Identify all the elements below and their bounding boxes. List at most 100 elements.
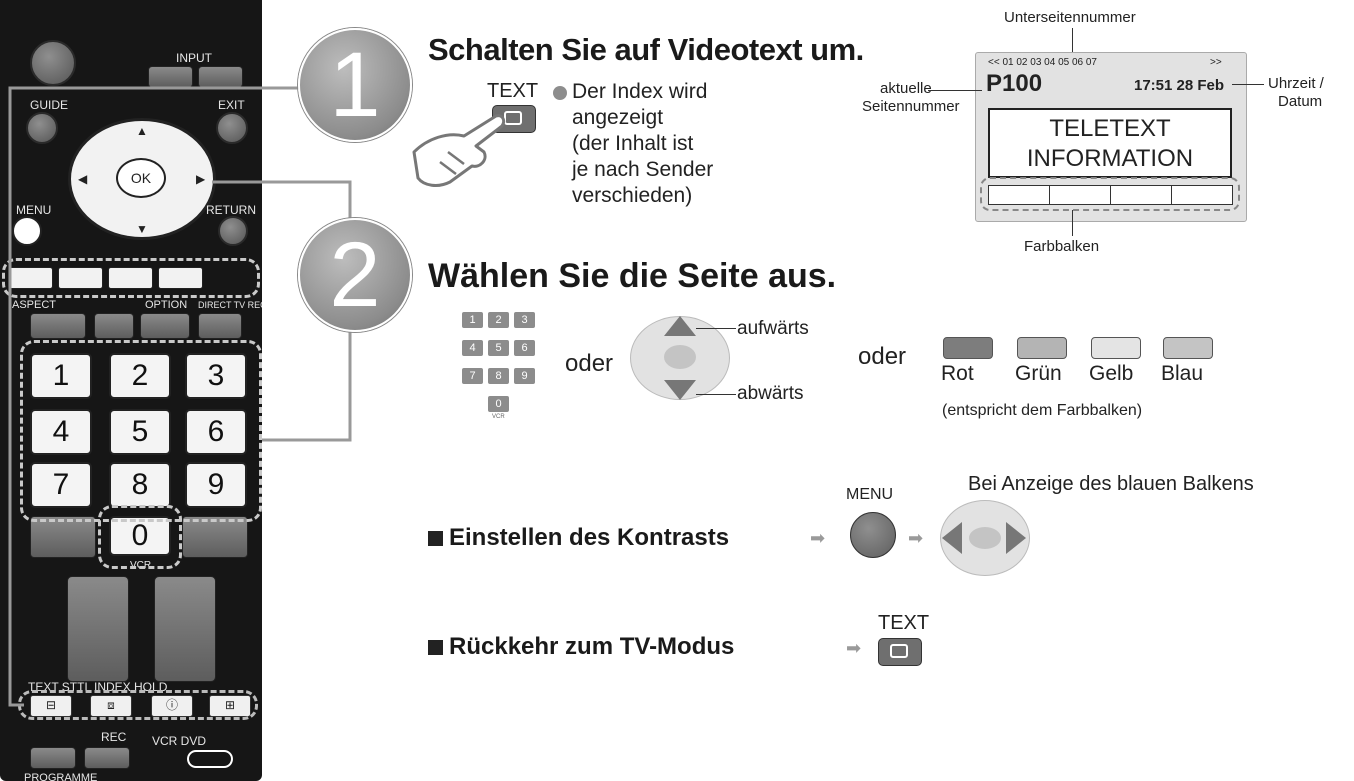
- blank-button[interactable]: [94, 313, 134, 339]
- down-label: abwärts: [737, 383, 804, 404]
- vcr-dvd-switch[interactable]: [187, 750, 233, 768]
- clock-label-2: Datum: [1278, 93, 1323, 110]
- blue-key[interactable]: [158, 267, 203, 289]
- exit-label: EXIT: [218, 98, 245, 112]
- mini-key-4[interactable]: 4: [462, 340, 483, 356]
- rec-button[interactable]: [84, 747, 130, 769]
- mini-key-6[interactable]: 6: [514, 340, 535, 356]
- direct-tv-rec-label: DIRECT TV REC: [198, 300, 262, 310]
- color-label-rot: Rot: [941, 362, 974, 385]
- dpad-down-icon[interactable]: ▼: [136, 222, 148, 236]
- green-key[interactable]: [58, 267, 103, 289]
- menu-button[interactable]: [12, 216, 42, 246]
- color-label-grün: Grün: [1015, 362, 1062, 385]
- left-of-zero-button[interactable]: [30, 516, 96, 558]
- guide-label: GUIDE: [30, 98, 69, 112]
- input-label: INPUT: [176, 51, 212, 65]
- key-7[interactable]: 7: [30, 462, 92, 508]
- key-9[interactable]: 9: [185, 462, 247, 508]
- note-line-4: je nach Sender: [572, 158, 714, 181]
- up-pointer: [696, 328, 736, 329]
- down-pointer: [696, 394, 736, 395]
- power-button[interactable]: [30, 40, 76, 86]
- index-key[interactable]: ⓘ: [151, 695, 193, 717]
- mini-key-2[interactable]: 2: [488, 312, 509, 328]
- key-5[interactable]: 5: [109, 409, 171, 455]
- aspect-button[interactable]: [30, 313, 86, 339]
- mini-key-7[interactable]: 7: [462, 368, 483, 384]
- programme-label: PROGRAMME: [24, 772, 98, 781]
- mini-key-5[interactable]: 5: [488, 340, 509, 356]
- clock-label-1: Uhrzeit /: [1268, 75, 1324, 92]
- dpad-down-arrow-icon[interactable]: [664, 380, 696, 400]
- return-label: RETURN: [206, 203, 256, 217]
- exit-button[interactable]: [216, 112, 248, 144]
- current-page-label-2: Seitennummer: [862, 98, 960, 115]
- color-button-blau[interactable]: [1163, 337, 1213, 359]
- mini-vcr-label: VCR: [492, 414, 505, 420]
- key-1[interactable]: 1: [30, 353, 92, 399]
- time-date: 17:51 28 Feb: [1134, 77, 1225, 94]
- direct-tv-rec-button[interactable]: [198, 313, 242, 339]
- mini-key-8[interactable]: 8: [488, 368, 509, 384]
- menu-label: MENU: [16, 203, 52, 217]
- subpage-pointer: [1072, 28, 1073, 58]
- right-of-zero-button[interactable]: [182, 516, 248, 558]
- yellow-key[interactable]: [108, 267, 153, 289]
- page-number: P100: [986, 70, 1043, 97]
- or-label-2: oder: [858, 343, 907, 370]
- mini-key-3[interactable]: 3: [514, 312, 535, 328]
- color-button-rot[interactable]: [943, 337, 993, 359]
- dpad-right-icon[interactable]: ▶: [196, 172, 206, 186]
- return-text-caption: TEXT: [878, 612, 930, 634]
- key-4[interactable]: 4: [30, 409, 92, 455]
- color-bar-label: Farbbalken: [1024, 238, 1100, 255]
- color-note: (entspricht dem Farbbalken): [942, 402, 1143, 419]
- dpad-up-arrow-icon[interactable]: [664, 316, 696, 336]
- option-button[interactable]: [140, 313, 190, 339]
- channel-rocker[interactable]: [154, 576, 216, 682]
- dpad-left-arrow-icon[interactable]: [942, 522, 962, 554]
- menu-round-button-icon[interactable]: [850, 512, 896, 558]
- programme-button[interactable]: [30, 747, 76, 769]
- sttl-key[interactable]: ⧈: [90, 695, 132, 717]
- dpad-right-arrow-icon[interactable]: [1006, 522, 1026, 554]
- bar-pointer: [1072, 210, 1073, 236]
- contrast-arrow-1-icon: ➡: [810, 528, 826, 548]
- teletext-info-box: TELETEXT INFORMATION: [988, 108, 1232, 178]
- menu-caption: MENU: [846, 486, 894, 503]
- guide-button[interactable]: [26, 112, 58, 144]
- return-button[interactable]: [218, 216, 248, 246]
- color-button-grün[interactable]: [1017, 337, 1067, 359]
- clock-pointer: [1232, 84, 1264, 85]
- text-button-caption: TEXT: [487, 80, 539, 102]
- volume-rocker[interactable]: [67, 576, 129, 682]
- return-text-button-icon[interactable]: [878, 638, 922, 666]
- mini-key-0[interactable]: 0: [488, 396, 509, 412]
- section2-title: Wählen Sie die Seite aus.: [428, 257, 837, 295]
- dpad-ok-icon[interactable]: [664, 345, 696, 369]
- current-page-pointer: [928, 90, 982, 91]
- option-label: OPTION: [145, 299, 188, 311]
- lr-dpad-ok-icon[interactable]: [969, 527, 1001, 549]
- key-6[interactable]: 6: [185, 409, 247, 455]
- mini-key-9[interactable]: 9: [514, 368, 535, 384]
- color-button-gelb[interactable]: [1091, 337, 1141, 359]
- vcr-dvd-label: VCR DVD: [152, 734, 207, 748]
- mini-key-1[interactable]: 1: [462, 312, 483, 328]
- rec-label: REC: [101, 730, 127, 744]
- key-0[interactable]: 0: [109, 516, 171, 556]
- ok-button[interactable]: OK: [116, 158, 166, 198]
- note-line-3: (der Inhalt ist: [572, 132, 694, 155]
- number-keys-highlight: [20, 340, 262, 522]
- key-2[interactable]: 2: [109, 353, 171, 399]
- note-line-5: verschieden): [572, 184, 693, 207]
- return-tv-label: Rückkehr zum TV-Modus: [449, 633, 735, 660]
- contrast-hint: Bei Anzeige des blauen Balkens: [968, 473, 1254, 495]
- aspect-label: ASPECT: [12, 299, 57, 311]
- step-2-badge: 2: [298, 218, 412, 332]
- note-line-2: angezeigt: [572, 106, 664, 129]
- dpad-left-icon[interactable]: ◀: [78, 172, 88, 186]
- dpad-up-icon[interactable]: ▲: [136, 124, 148, 138]
- key-3[interactable]: 3: [185, 353, 247, 399]
